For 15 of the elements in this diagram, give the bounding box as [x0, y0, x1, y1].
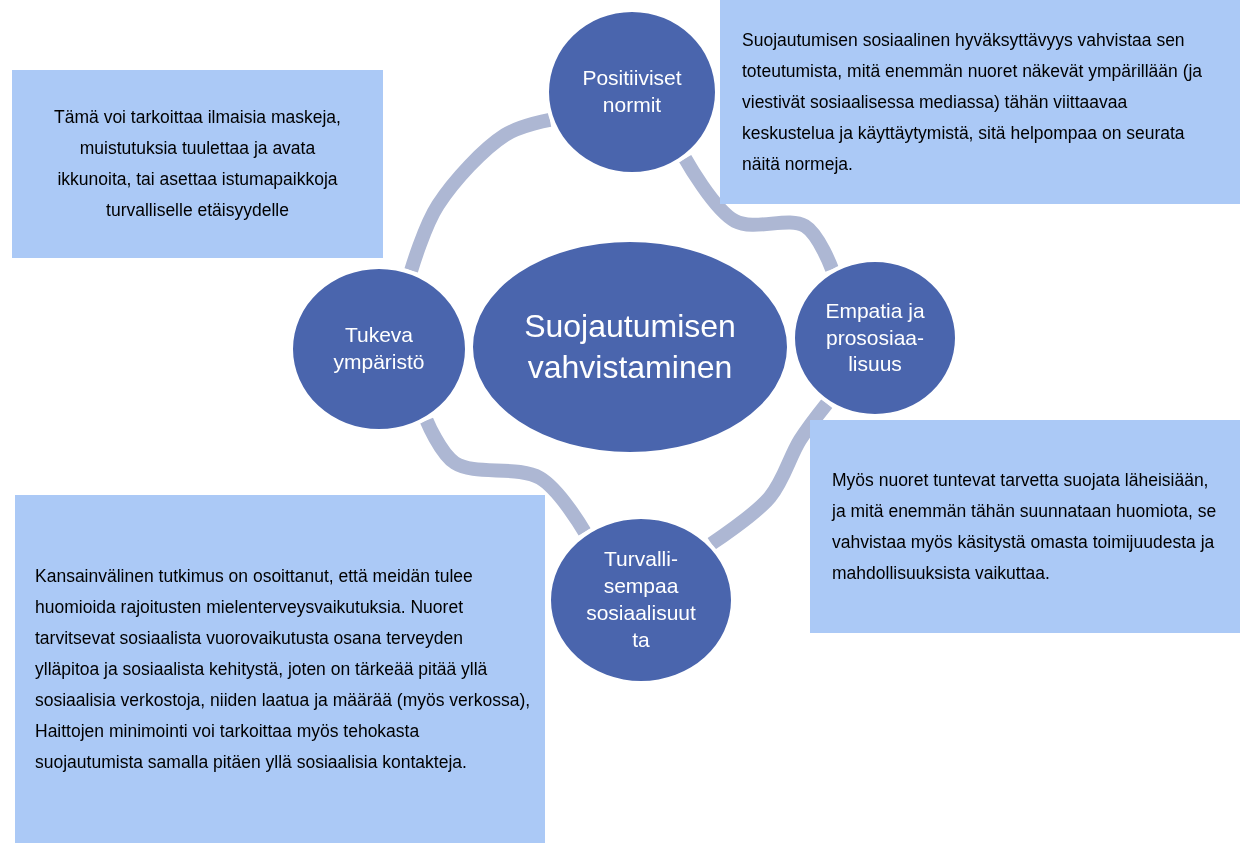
note-text: Tämä voi tarkoittaa ilmaisia maskeja, muistutuksia tuulettaa ja avata ikkunoita, tai asettaa istumapaikkoja turvalliselle etäisyydelle [53, 106, 342, 222]
note-box [810, 420, 1240, 633]
node-label: Positiiviset normit [581, 65, 683, 118]
note-text: Myös nuoret tuntevat tarvetta suojata läheisiään, ja mitä enemmän tähän suunnataan huomiota, se vahvistaa myös käsitystä omasta toimijuudesta ja mahdollisuuksista vaikuttaa. [832, 468, 1218, 585]
node-label: Tukeva ympäristö [332, 322, 426, 375]
note-text: Suojautumisen sosiaalinen hyväksyttävyys vahvistaa sen toteutumista, mitä enemmän nuoret näkevät ympärillään (ja viestivät sosiaalisessa mediassa) tähän viittaavaa keskustelua ja käyttäytymistä, sitä helpompaa on seurata näitä normeja. [742, 28, 1204, 176]
ring-arc-connector [404, 112, 552, 273]
note-box [720, 0, 1240, 204]
note-box [12, 70, 383, 258]
note-box [15, 495, 545, 843]
node-label: Turvalli- sempaa sosiaalisuut ta [585, 546, 697, 653]
ring-arc-connector [707, 399, 833, 550]
note-text: Kansainvälinen tutkimus on osoittanut, että meidän tulee huomioida rajoitusten mielenterveysvaikutuksia. Nuoret tarvitsevat sosiaalista vuorovaikutusta osana terveyden ylläpitoa ja sosiaalista kehitystä, joten on tärkeää pitää yllä sosiaalisia verkostoja, niiden laatua ja määrää (myös verkossa), Haittojen minimointi voi tarkoittaa myös tehokasta suojautumista samalla pitäen yllä sosiaalisia kontakteja. [35, 564, 531, 774]
node-label: Suojautumisen vahvistaminen [523, 307, 737, 387]
node-label: Empatia ja prososiaa- lisuus [824, 297, 926, 378]
